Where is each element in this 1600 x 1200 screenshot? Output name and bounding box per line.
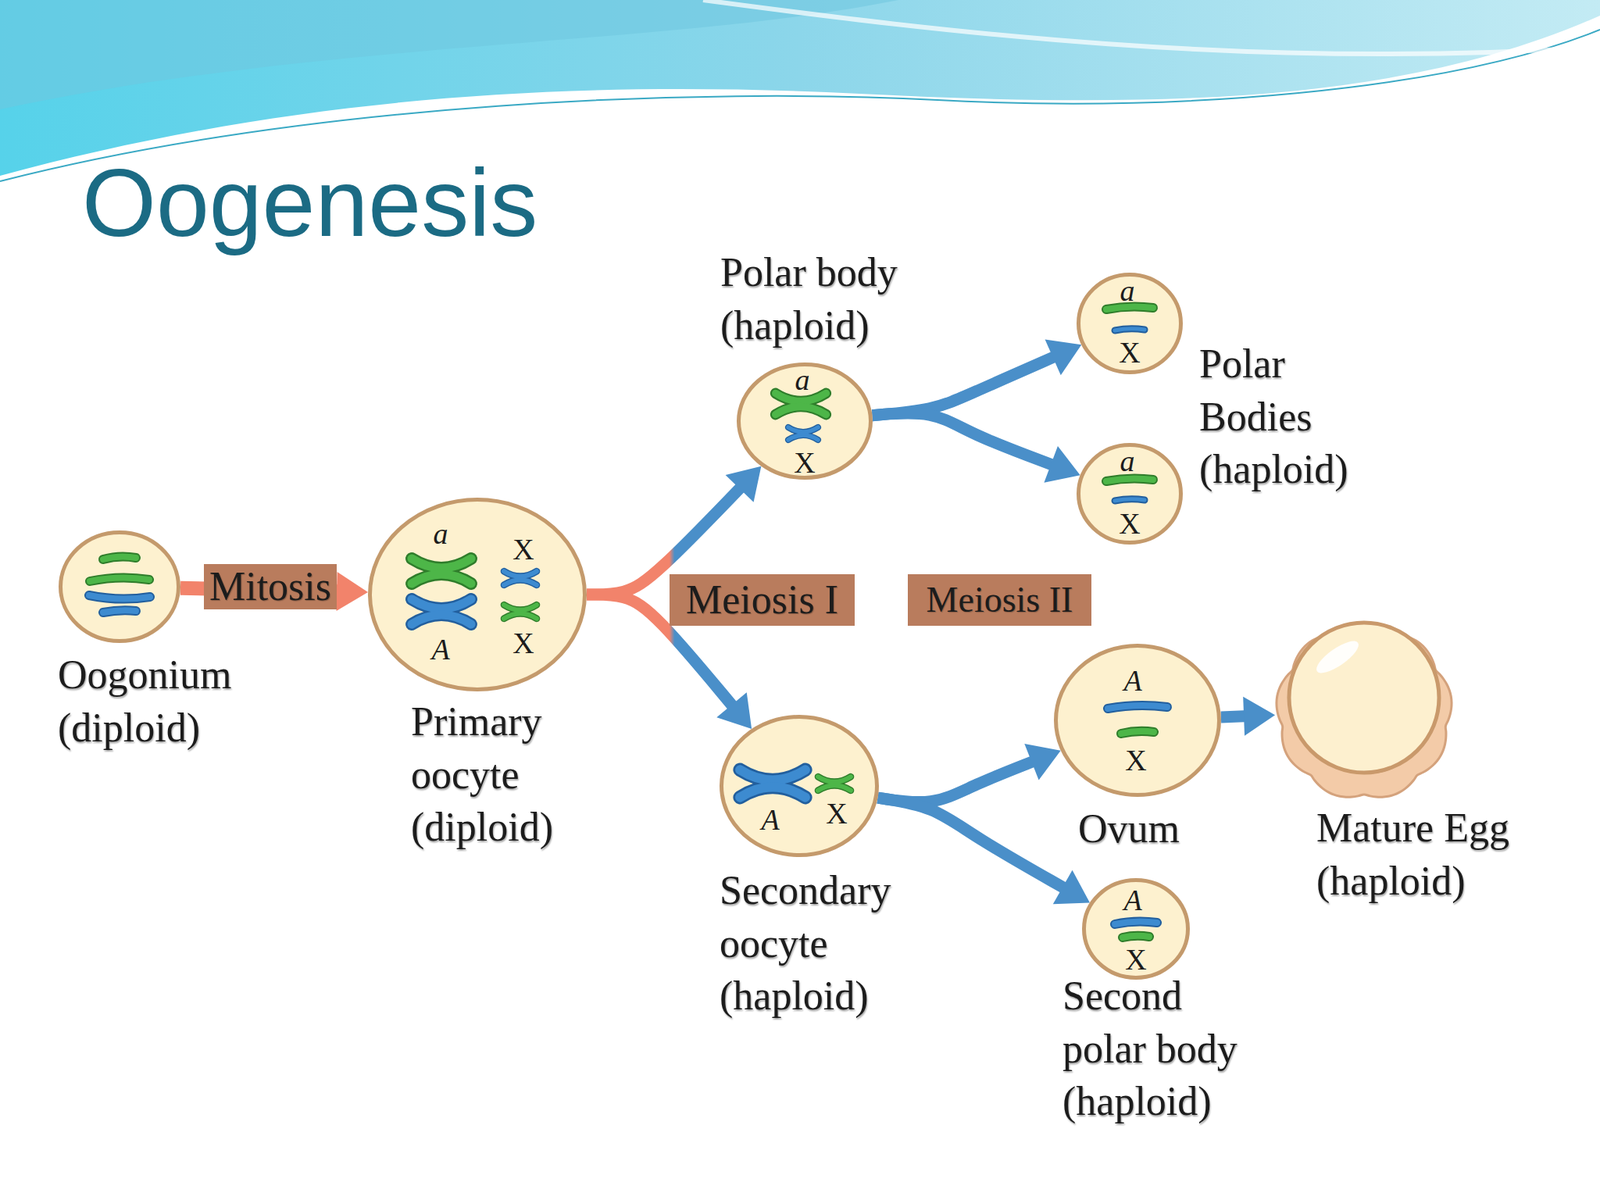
- chromosome: [503, 604, 537, 619]
- allele-label: a: [433, 518, 449, 549]
- chromosome: [411, 558, 472, 584]
- egg-cell: Mature Egg (haploid): [1275, 622, 1454, 801]
- cell-outline: [58, 530, 181, 643]
- cell-label: Secondary oocyte (haploid): [719, 864, 915, 1023]
- cell-membrane: [1084, 880, 1189, 979]
- chromosome-label: X: [512, 628, 534, 658]
- cell-membrane: [370, 500, 586, 690]
- cell-outline: [367, 497, 587, 692]
- connector-arrow: [878, 797, 1090, 904]
- chromosome-label: X: [512, 534, 534, 565]
- arrow-head: [725, 466, 762, 503]
- arrow-head: [1053, 870, 1090, 904]
- cell-label: Mature Egg (haploid): [1316, 801, 1512, 908]
- cell-membrane: [739, 364, 872, 479]
- chromatid-set: [1106, 306, 1154, 331]
- process-label: Mitosis: [203, 564, 337, 610]
- allele-label: A: [760, 804, 779, 835]
- chromosome-label: X: [1125, 944, 1147, 975]
- connector-arrow: [1221, 696, 1275, 736]
- cell-circle: Polar body (haploid)aX: [736, 362, 873, 480]
- corona-radiata: [1276, 623, 1452, 797]
- connector-line: [872, 355, 1058, 416]
- cell-circle: Secondary oocyte (haploid)AX: [719, 714, 879, 858]
- slide-title: Oogenesis: [82, 155, 538, 251]
- cell-circle: Second polar body (haploid)AX: [1082, 878, 1190, 980]
- chromosome: [503, 571, 537, 586]
- connector-arrow: [878, 743, 1061, 803]
- cell-circle: OvumAX: [1053, 643, 1222, 797]
- cell-label: Oogonium (diploid): [57, 648, 254, 754]
- egg-shape: [1275, 622, 1454, 801]
- cell-label: Second polar body (haploid): [1062, 969, 1258, 1129]
- chromosome-label: X: [1118, 508, 1140, 539]
- group-label: Polar Bodies (haploid): [1199, 337, 1395, 497]
- arrow-head: [716, 692, 752, 729]
- arrow-head: [1024, 743, 1061, 781]
- highlight: [1311, 635, 1363, 679]
- stage-label: Meiosis I: [669, 574, 855, 626]
- connector-arrow: [872, 413, 1081, 483]
- arrow-head: [1043, 446, 1080, 483]
- cell-membrane: [1078, 275, 1182, 373]
- allele-label: A: [431, 634, 450, 665]
- cell-membrane: [1056, 646, 1220, 796]
- cell-label: Polar body (haploid): [720, 246, 916, 352]
- allele-label: a: [1120, 446, 1136, 476]
- cell-outline: [719, 714, 879, 858]
- allele-label: A: [1123, 665, 1142, 696]
- arrow-head: [336, 571, 369, 611]
- connector-line: [872, 413, 1056, 467]
- chromatid-set: [1107, 705, 1168, 734]
- allele-label: a: [1120, 275, 1136, 306]
- allele-label: a: [795, 364, 811, 395]
- header-wave: [0, 0, 899, 110]
- cell-membrane: [60, 532, 179, 642]
- chromosome: [411, 599, 472, 625]
- chromosome-label: X: [1125, 745, 1147, 775]
- cell-membrane: [721, 717, 878, 856]
- cell-circle: aX: [1076, 442, 1183, 545]
- chromosome: [739, 769, 806, 797]
- stage-label: Meiosis II: [907, 574, 1092, 626]
- egg-sphere: [1289, 622, 1440, 773]
- header-wave: [0, 0, 1600, 176]
- cell-label: Primary oocyte (diploid): [410, 695, 607, 854]
- chromosome-label: X: [1118, 337, 1140, 368]
- chromatid-set: [1106, 478, 1154, 501]
- connector-line: [878, 797, 1068, 890]
- header-line: [703, 0, 1600, 54]
- cell-membrane: [1078, 445, 1182, 543]
- arrow-head: [1242, 696, 1275, 736]
- connector-arrow: [872, 339, 1083, 416]
- cell-label: Ovum: [1078, 802, 1274, 856]
- chromosome: [817, 776, 851, 791]
- cell-circle: Oogonium (diploid): [58, 530, 181, 643]
- cell-circle: aX: [1076, 272, 1183, 375]
- allele-label: A: [1123, 885, 1142, 915]
- chromosome-label: X: [793, 447, 815, 478]
- chromosome-label: X: [825, 798, 847, 829]
- cell-circle: Primary oocyte (diploid)aAXX: [367, 497, 587, 692]
- chromosome: [775, 392, 827, 415]
- arrow-head: [1045, 339, 1083, 376]
- chromosome: [788, 427, 818, 440]
- chromatid-set: [89, 556, 150, 613]
- chromatid-set: [1114, 921, 1158, 938]
